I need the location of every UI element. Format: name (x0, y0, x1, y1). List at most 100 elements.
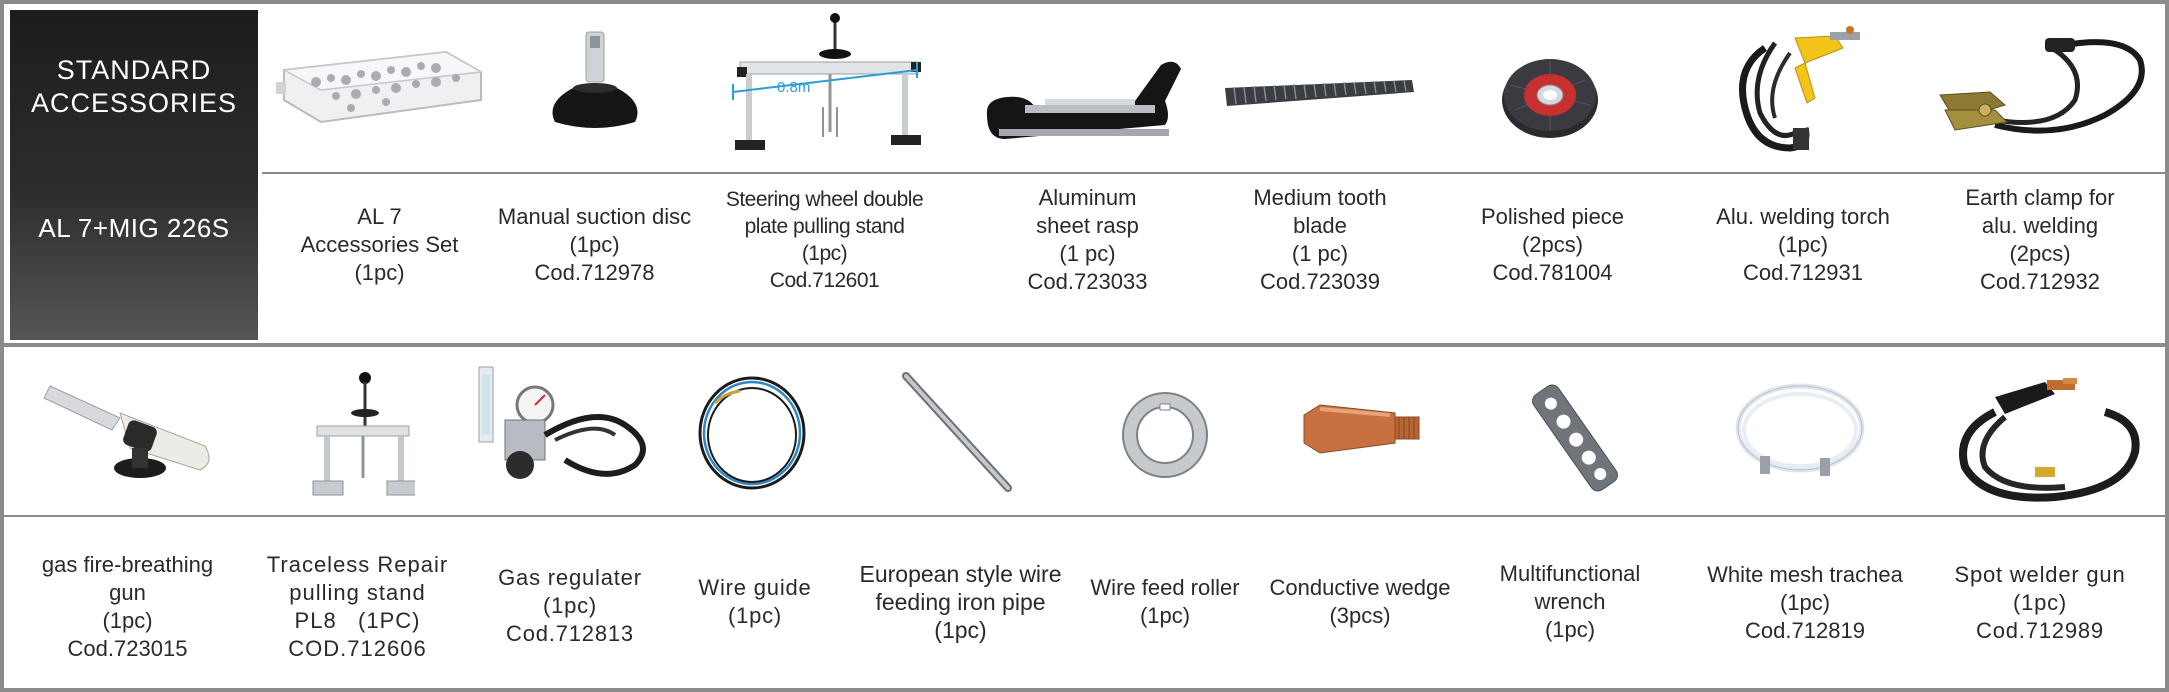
item-label-accessories-set: AL 7 Accessories Set (1pc) (262, 200, 497, 290)
row2-divider (4, 515, 2165, 517)
pulling-stand-icon: 0.8m (725, 12, 925, 157)
item-code: Cod.712819 (1745, 618, 1865, 643)
item-code: Cod.712931 (1743, 260, 1863, 285)
item-name: Manual suction disc (497, 204, 692, 229)
item-qty: (3pcs) (1329, 603, 1391, 628)
item-name-2: alu. welding (1981, 213, 2099, 238)
item-name: gas fire-breathing (41, 552, 214, 577)
item-qty: (1 pc) (1291, 241, 1349, 266)
item-name-2: gun (109, 580, 146, 605)
item-label-polishing-disc: Polished piece (2pcs) Cod.781004 (1440, 190, 1665, 300)
item-name-2: sheet rasp (1036, 213, 1139, 238)
item-qty: (1pc) (2012, 590, 2068, 615)
item-name: Conductive wedge (1269, 575, 1451, 600)
item-qty: (1pc) (801, 242, 848, 265)
item-qty: (1pc) (1779, 590, 1831, 615)
item-qty: (1pc) (354, 260, 405, 285)
contact-tip-icon (1300, 395, 1425, 465)
item-label-earth-clamp: Earth clamp for alu. welding (2pcs) Cod.… (1925, 176, 2155, 304)
item-label-pulling-stand: Steering wheel double plate pulling stan… (702, 176, 947, 304)
item-label-wrench: Multifunctional wrench (1pc) (1465, 555, 1675, 649)
model-name: AL 7+MIG 226S (38, 213, 230, 243)
item-name: Polished piece (1480, 204, 1625, 229)
item-name: Aluminum (1038, 185, 1137, 210)
item-name: Multifunctional (1499, 561, 1641, 586)
item-name-2: feeding iron pipe (875, 589, 1046, 615)
item-name-2: blade (1293, 213, 1347, 238)
tooth-blade-icon (1222, 78, 1417, 113)
item-name-2: plate pulling stand (744, 215, 905, 238)
wire-guide-icon (695, 373, 810, 493)
item-label-wire-guide: Wire guide (1pc) (670, 570, 840, 634)
item-code: Cod.723033 (1027, 269, 1148, 294)
item-code: COD.712606 (288, 636, 427, 661)
section-divider (4, 343, 2165, 347)
item-name-2: pulling stand (289, 580, 426, 605)
welding-torch-icon (1735, 18, 1865, 158)
item-label-gas-torch: gas fire-breathing gun (1pc) Cod.723015 (15, 543, 240, 671)
spot-welder-gun-icon (1935, 372, 2145, 512)
item-name: White mesh trachea (1707, 562, 1903, 587)
feed-roller-icon (1120, 390, 1210, 480)
item-name: Earth clamp for (1965, 185, 2115, 210)
item-name: Medium tooth (1253, 185, 1387, 210)
item-label-mesh-trachea: White mesh trachea (1pc) Cod.712819 (1685, 557, 1925, 649)
sheet-rasp-icon (985, 45, 1185, 150)
item-code: Cod.712932 (1980, 269, 2100, 294)
item-qty: (1pc) (1139, 603, 1191, 628)
item-code: Cod.712989 (1976, 618, 2104, 643)
repair-stand-icon (305, 368, 415, 503)
item-label-spot-welder-gun: Spot welder gun (1pc) Cod.712989 (1925, 557, 2155, 649)
item-name: Steering wheel double (725, 188, 924, 211)
wrench-icon (1530, 378, 1620, 498)
item-name: European style wire (859, 561, 1062, 587)
earth-clamp-icon (1935, 30, 2150, 150)
item-label-contact-tip: Conductive wedge (3pcs) (1255, 570, 1465, 634)
item-model: PL8 (1PC) (294, 608, 421, 633)
item-code: Cod.712813 (506, 621, 634, 646)
item-qty: (1pc) (1777, 232, 1829, 257)
item-name: Gas regulater (498, 565, 642, 590)
item-label-welding-torch: Alu. welding torch (1pc) Cod.712931 (1683, 190, 1923, 300)
item-label-repair-stand: Traceless Repair pulling stand PL8 (1PC)… (245, 543, 470, 671)
item-code: Cod.723015 (67, 636, 188, 661)
mesh-trachea-icon (1730, 378, 1870, 488)
item-code: Cod.712978 (534, 260, 655, 285)
measure-label: 0.8m (777, 79, 810, 96)
item-code: Cod.712601 (769, 269, 880, 292)
suction-disc-icon (535, 22, 655, 137)
item-label-tooth-blade: Medium tooth blade (1 pc) Cod.723039 (1205, 176, 1435, 304)
item-name: Wire guide (698, 575, 812, 600)
item-name: Wire feed roller (1090, 575, 1240, 600)
item-label-feed-roller: Wire feed roller (1pc) (1080, 570, 1250, 634)
item-name-2: wrench (1534, 589, 1606, 614)
item-name: Spot welder gun (1954, 562, 2126, 587)
title-line-2: ACCESSORIES (30, 88, 238, 118)
row1-divider (262, 172, 2165, 174)
gas-regulator-icon (475, 365, 660, 495)
item-label-iron-pipe: European style wire feeding iron pipe (1… (838, 555, 1083, 649)
item-name: Alu. welding torch (1716, 204, 1890, 229)
item-qty: (1 pc) (1059, 241, 1116, 266)
item-qty: (1pc) (542, 593, 598, 618)
item-qty: (1pc) (727, 603, 783, 628)
gas-torch-icon (40, 368, 220, 483)
item-qty: (2pcs) (1521, 232, 1584, 257)
item-name-2: Accessories Set (300, 232, 459, 257)
item-qty: (1pc) (102, 608, 153, 633)
accessories-box-icon (276, 30, 486, 130)
item-qty: (2pcs) (2009, 241, 2071, 266)
item-code: Cod.723039 (1260, 269, 1380, 294)
item-code: Cod.781004 (1492, 260, 1613, 285)
item-label-sheet-rasp: Aluminum sheet rasp (1 pc) Cod.723033 (980, 176, 1195, 304)
title-line-1: STANDARD (56, 55, 212, 85)
item-name: Traceless Repair (266, 552, 449, 577)
item-label-suction-disc: Manual suction disc (1pc) Cod.712978 (487, 190, 702, 300)
polishing-disc-icon (1500, 55, 1600, 140)
iron-pipe-icon (900, 370, 1020, 495)
item-qty: (1pc) (934, 617, 987, 643)
item-name: AL 7 (357, 204, 402, 229)
header-block: STANDARD ACCESSORIES AL 7+MIG 226S (10, 10, 258, 340)
item-label-gas-regulator: Gas regulater (1pc) Cod.712813 (470, 560, 670, 652)
